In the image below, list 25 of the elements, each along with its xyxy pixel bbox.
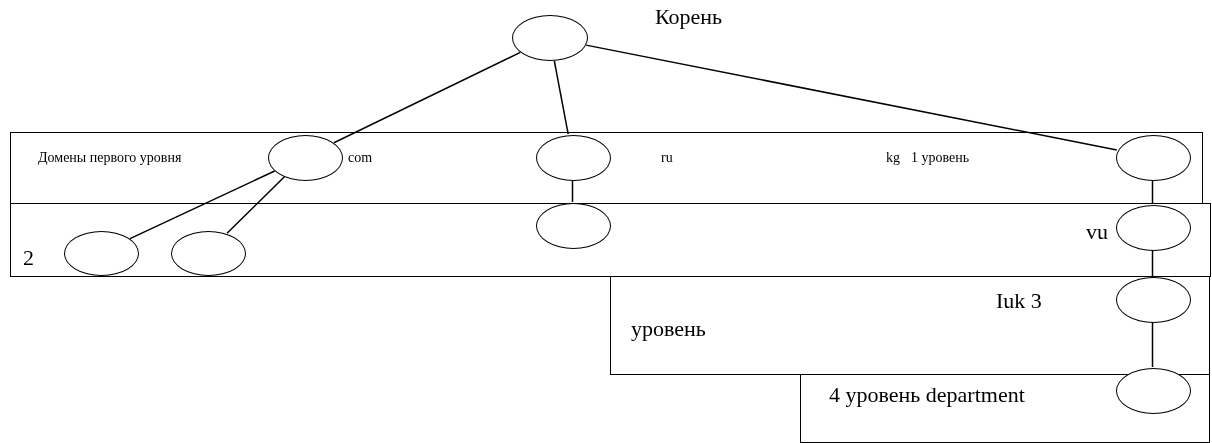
root-label: Корень [655, 3, 723, 31]
connector-line [1151, 321, 1154, 368]
connector-line [571, 179, 574, 203]
connector-line [333, 51, 522, 144]
level-text: Домены первого уровня [38, 149, 182, 167]
level-band [610, 276, 1210, 375]
domain-node-ellipse [512, 15, 588, 61]
level-text: com [348, 149, 373, 167]
level-text: 2 [23, 244, 34, 272]
level-band [10, 132, 1203, 204]
connector-line [129, 170, 276, 240]
level-text: 4 уровень department [829, 381, 1025, 409]
connector-line [1151, 179, 1154, 205]
level-text: kg [886, 149, 900, 167]
level-band [10, 203, 1211, 277]
domain-node-ellipse [64, 231, 139, 276]
level-text: vu [1086, 218, 1108, 246]
domain-node-ellipse [268, 135, 343, 181]
level-text: Iuk 3 уровень [631, 287, 1043, 342]
level-text: ru [661, 149, 673, 167]
connector-line [585, 44, 1118, 151]
connector-line [553, 60, 569, 135]
connector-line [1151, 249, 1154, 277]
level-text: 1 уровень [911, 149, 970, 167]
connector-line [226, 175, 286, 235]
